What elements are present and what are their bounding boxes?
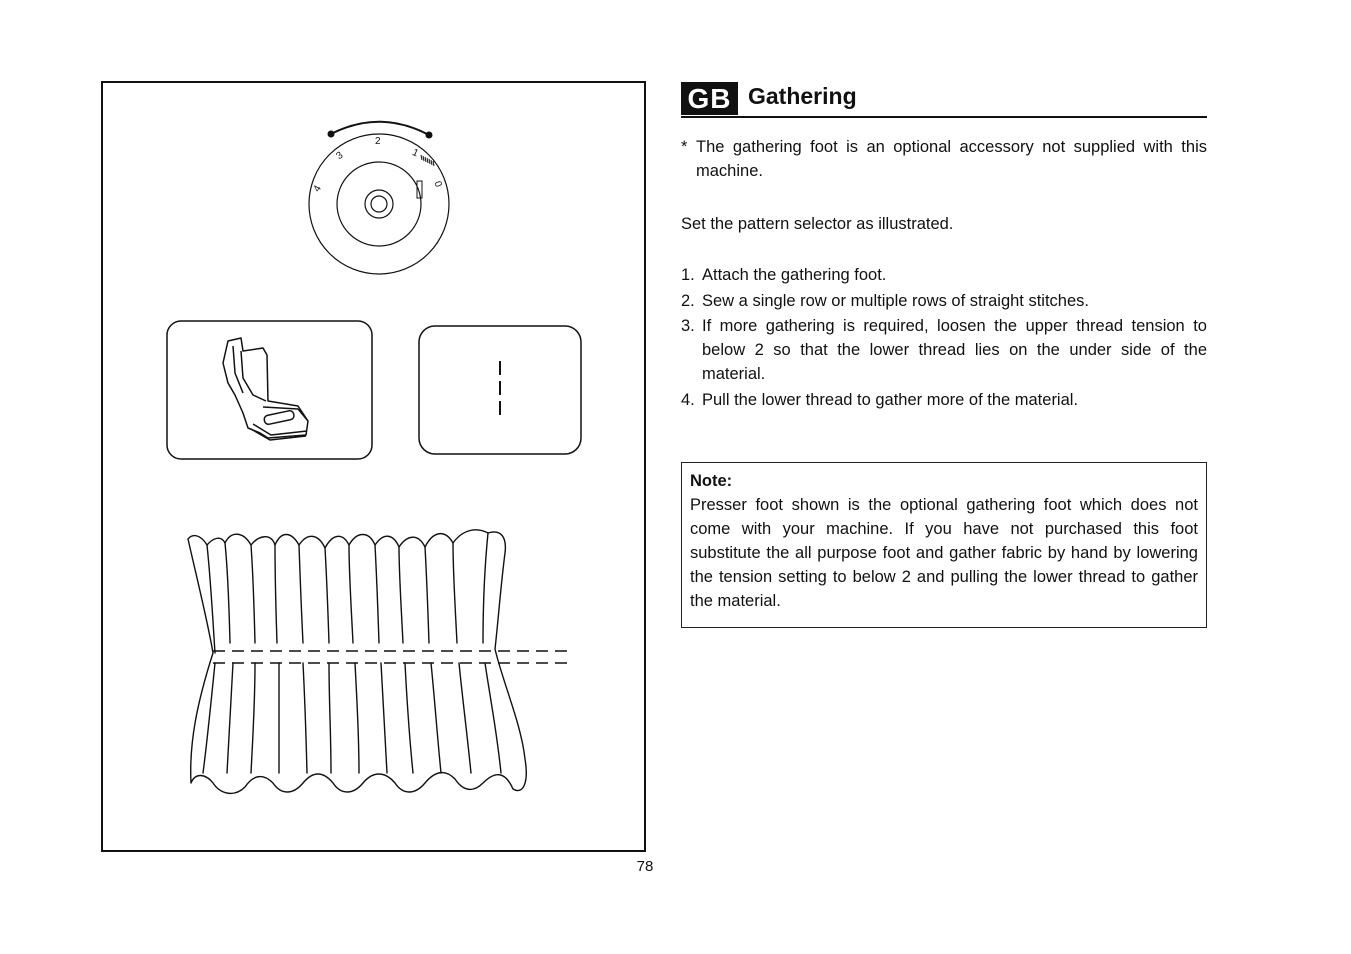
gathered-fabric-illustration [187,529,527,794]
dial-tick-marks [420,154,435,167]
dial-label-2: 2 [375,136,381,147]
dial-label-4: 4 [312,183,325,194]
step-number: 2. [681,291,695,310]
stitch-rows [213,650,569,664]
step-number: 3. [681,317,695,335]
section-heading: GB Gathering [681,80,1207,118]
page-number: 78 [636,858,654,875]
dial-hub [364,189,394,219]
asterisk-marker: * [681,138,688,156]
gathering-foot-icon [222,337,309,441]
dial-range-arc [330,120,430,136]
step-number: 1. [681,266,695,284]
dial-outer-ring [308,133,450,275]
step-text: If more gathering is required, loosen th… [702,317,1207,383]
note-text: Presser foot shown is the optional gathe… [690,496,1198,610]
intro-text: The gathering foot is an optional access… [696,138,1207,180]
presser-foot-panel [166,320,373,460]
illustration-frame: 4 3 2 1 0 [101,81,646,852]
list-item: 3. If more gathering is required, loosen… [681,314,1207,386]
list-item: 1. Attach the gathering foot. [681,263,1207,287]
dial-range-end-dot [425,131,433,139]
stitch-pattern-panel [418,325,582,455]
selector-instruction: Set the pattern selector as illustrated. [681,215,954,233]
section-title: Gathering [748,83,857,109]
dial-label-1: 1 [410,147,420,160]
dial-range-start-dot [327,130,335,138]
dial-inner-ring [336,161,422,247]
dial-label-3: 3 [334,150,345,162]
dial-hub-center [370,195,388,213]
pattern-selector-dial [308,120,450,275]
step-text: Attach the gathering foot. [702,266,887,284]
step-text: Sew a single row or multiple rows of str… [702,291,1089,310]
instructions-column: GB Gathering * The gathering foot is an … [681,80,1207,628]
note-title: Note: [690,472,733,490]
step-text: Pull the lower thread to gather more of … [702,390,1079,409]
note-box: Note: Presser foot shown is the optional… [681,462,1207,628]
step-number: 4. [681,390,695,409]
list-item: 4. Pull the lower thread to gather more … [681,388,1207,412]
intro-note: * The gathering foot is an optional acce… [681,135,1207,183]
dial-label-0: 0 [431,180,443,189]
steps-list: 1. Attach the gathering foot. 2. Sew a s… [681,263,1207,413]
illustration-canvas: 4 3 2 1 0 [166,120,582,794]
dial-pointer [416,180,423,199]
list-item: 2. Sew a single row or multiple rows of … [681,289,1207,313]
language-badge: GB [681,82,738,115]
